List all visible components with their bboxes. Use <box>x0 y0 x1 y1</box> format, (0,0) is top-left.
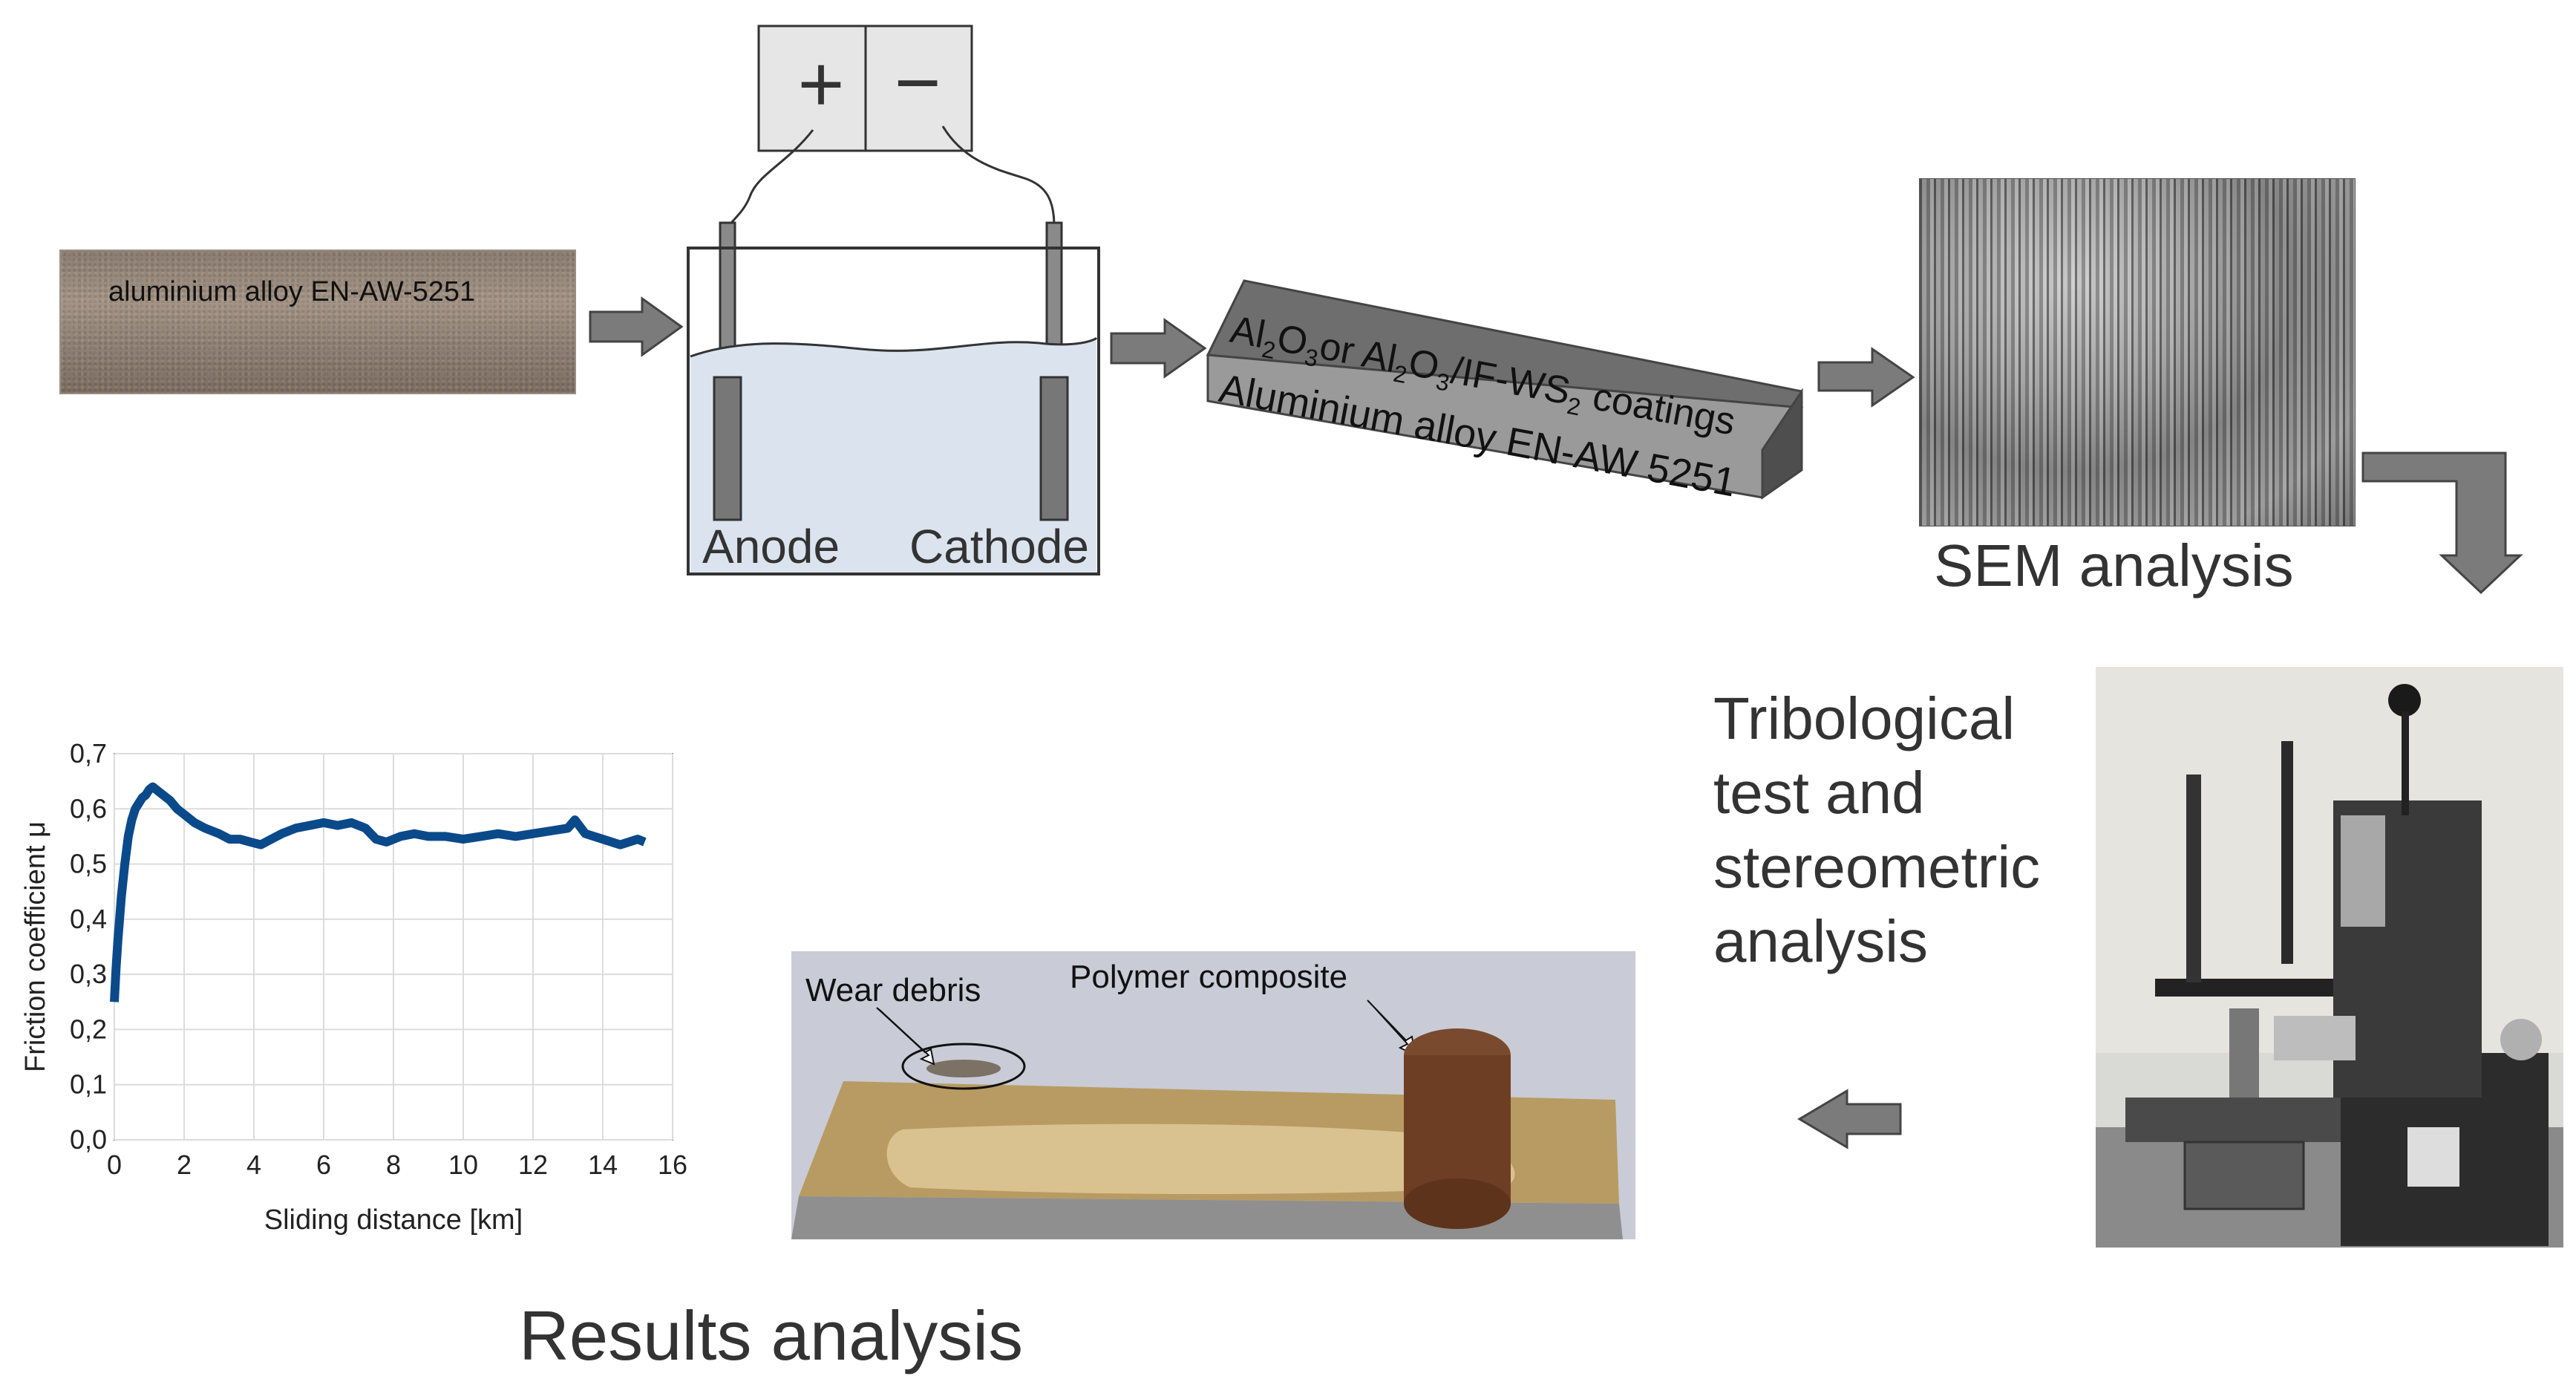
x-tick-label: 2 <box>177 1149 192 1180</box>
x-tick-label: 12 <box>518 1149 548 1180</box>
y-tick-label: 0,6 <box>70 793 107 824</box>
anodizing-cell: + − Anode Cathode <box>687 25 1100 575</box>
cathode-wire <box>941 125 1056 227</box>
arrow-left-icon <box>1797 1089 1902 1149</box>
x-tick-label: 16 <box>658 1149 687 1180</box>
x-tick-label: 6 <box>316 1149 331 1180</box>
sem-image <box>1919 178 2356 526</box>
arrow-right-icon <box>1817 347 1915 408</box>
tribo-label: Tribological test and stereometric analy… <box>1713 685 2041 974</box>
friction-chart: 0,0 0,1 0,2 0,3 0,4 0,5 0,6 0,7 0 2 4 6 8 10 12 14 16 S… <box>20 738 687 1236</box>
y-tick-label: 0,2 <box>70 1014 107 1044</box>
electrolyte <box>690 338 1096 573</box>
x-tick-label: 8 <box>386 1149 401 1180</box>
friction-series-line <box>110 782 647 1002</box>
y-tick-label: 0,1 <box>70 1069 107 1100</box>
arrow-right-icon <box>589 296 684 357</box>
x-tick-label: 4 <box>246 1149 261 1180</box>
arrow-right-icon <box>1110 318 1207 379</box>
y-tick-label: 0,7 <box>70 738 107 769</box>
cell-tank <box>687 247 1100 575</box>
anode-plate <box>713 376 742 521</box>
substrate-label: aluminium alloy EN-AW-5251 <box>108 276 476 307</box>
substrate-photo: aluminium alloy EN-AW-5251 <box>59 250 576 394</box>
substrate-side <box>1761 388 1803 500</box>
anode-label: Anode <box>702 520 840 573</box>
x-tick-label: 10 <box>448 1149 478 1180</box>
y-tick-labels: 0,0 0,1 0,2 0,3 0,4 0,5 0,6 0,7 <box>70 738 107 1155</box>
cathode-plate <box>1039 376 1069 521</box>
y-tick-label: 0,3 <box>70 959 107 989</box>
minus-symbol: − <box>894 37 941 127</box>
x-tick-label: 14 <box>588 1149 618 1180</box>
cathode-label: Cathode <box>909 520 1089 573</box>
results-label: Results analysis <box>519 1297 1024 1374</box>
coated-specimen: Al2O3or Al2O3/IF-WS2 coatings Aluminium … <box>1206 279 1804 506</box>
x-axis-label: Sliding distance [km] <box>264 1204 523 1236</box>
wear-debris-label: Wear debris <box>805 972 981 1008</box>
sem-label: SEM analysis <box>1934 532 2294 599</box>
plus-symbol: + <box>797 39 844 128</box>
grid <box>114 753 673 1141</box>
x-tick-labels: 0 2 4 6 8 10 12 14 16 <box>107 1149 687 1180</box>
polymer-composite-label: Polymer composite <box>1070 959 1347 995</box>
x-tick-label: 0 <box>107 1149 122 1180</box>
y-axis-label: Friction coefficient μ <box>20 821 51 1072</box>
anode-wire <box>726 129 814 231</box>
wear-sample-photo: Wear debris Polymer composite <box>791 951 1635 1239</box>
arrow-bend-down-icon <box>2361 451 2523 595</box>
y-tick-label: 0,4 <box>70 904 107 934</box>
tribotester-photo <box>2096 667 2563 1248</box>
y-tick-label: 0,5 <box>70 849 107 879</box>
y-tick-label: 0,0 <box>70 1124 107 1155</box>
